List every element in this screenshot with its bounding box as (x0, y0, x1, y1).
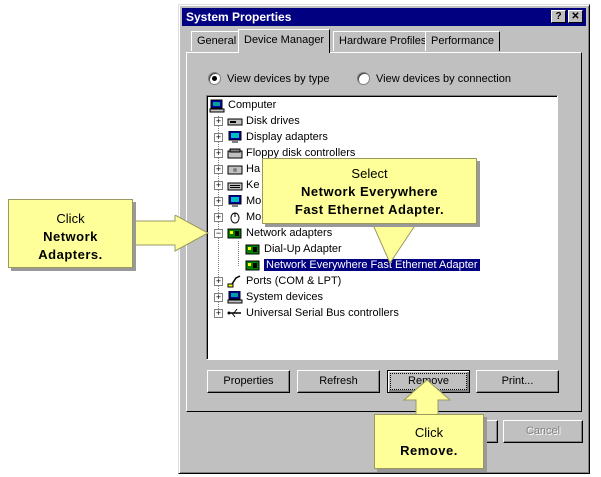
tree-node[interactable]: Mo (227, 209, 261, 225)
callout-click-remove: Click Remove. (374, 414, 484, 469)
tree-label: Mo (246, 195, 262, 207)
tree-label: Universal Serial Bus controllers (246, 307, 399, 319)
refresh-button[interactable]: Refresh (297, 370, 380, 393)
print-button[interactable]: Print... (476, 370, 559, 393)
expand-icon[interactable]: + (214, 212, 223, 222)
network-card-icon (245, 243, 261, 256)
tree-node[interactable]: Floppy disk controllers (227, 145, 355, 161)
tree-node[interactable]: Disk drives (227, 113, 300, 129)
tab-device-manager[interactable]: Device Manager (238, 29, 331, 53)
tree-node[interactable]: Ports (COM & LPT) (227, 273, 341, 289)
window-title: System Properties (186, 10, 292, 24)
network-card-icon (227, 227, 243, 240)
expand-icon[interactable]: + (214, 132, 223, 142)
callout-text-bold: Adapters. (38, 247, 103, 262)
radio-view-by-type[interactable]: View devices by type (208, 72, 330, 85)
close-button[interactable]: ✕ (568, 10, 583, 23)
callout-text-bold: Network (43, 229, 98, 244)
tree-label: Ha (246, 163, 261, 175)
monitor-icon (227, 130, 243, 144)
tab-performance[interactable]: Performance (425, 31, 500, 51)
tab-hardware-profiles[interactable]: Hardware Profiles (333, 31, 433, 51)
expand-icon[interactable]: + (214, 292, 223, 302)
tree-label: System devices (246, 291, 324, 303)
tree-label: Mo (246, 211, 262, 223)
tree-label: Network adapters (246, 227, 333, 239)
callout-text-bold: Fast Ethernet Adapter. (294, 202, 445, 217)
hard-disk-controller-icon (227, 163, 243, 176)
tree-label: Display adapters (246, 131, 328, 143)
callout-text: Click (414, 425, 444, 440)
mouse-icon (227, 211, 243, 224)
radio-label-by-type: View devices by type (227, 72, 330, 85)
usb-icon (227, 307, 243, 320)
tree-label: Floppy disk controllers (246, 147, 356, 159)
tree-node[interactable]: Dial-Up Adapter (245, 241, 342, 257)
tree-node[interactable]: System devices (227, 289, 323, 305)
radio-selected-icon (208, 72, 221, 85)
tab-general[interactable]: General (191, 31, 243, 51)
cancel-button[interactable]: Cancel (503, 420, 583, 443)
callout-arrow-top (369, 218, 421, 265)
tree-label: Computer (228, 99, 277, 111)
tree-node-computer[interactable]: Computer (209, 97, 276, 113)
properties-button[interactable]: Properties (207, 370, 290, 393)
callout-text-bold: Network Everywhere (301, 184, 438, 199)
radio-view-by-connection[interactable]: View devices by connection (357, 72, 511, 85)
keyboard-icon (227, 179, 243, 192)
radio-label-by-connection: View devices by connection (376, 72, 511, 85)
collapse-icon[interactable]: − (214, 228, 223, 238)
radio-unselected-icon (357, 72, 370, 85)
expand-icon[interactable]: + (214, 148, 223, 158)
tree-label: Ke (246, 179, 260, 191)
computer-icon (227, 290, 243, 304)
expand-icon[interactable]: + (214, 164, 223, 174)
tree-node[interactable]: Network adapters (227, 225, 332, 241)
callout-arrow-left (130, 215, 210, 252)
tree-label: Network Everywhere Fast Ethernet Adapter (264, 259, 480, 271)
tree-node[interactable]: Universal Serial Bus controllers (227, 305, 399, 321)
expand-icon[interactable]: + (214, 308, 223, 318)
callout-text: Click (56, 211, 85, 226)
floppy-icon (227, 147, 243, 160)
tree-label: Disk drives (246, 115, 300, 127)
expand-icon[interactable]: + (214, 276, 223, 286)
title-bar[interactable]: System Properties ? ✕ (182, 8, 586, 26)
callout-text-bold: Remove. (400, 443, 458, 458)
tree-label: Dial-Up Adapter (264, 243, 342, 255)
tree-node[interactable]: Network Everywhere Fast Ethernet Adapter (245, 257, 480, 273)
expand-icon[interactable]: + (214, 180, 223, 190)
callout-text: Select (351, 166, 388, 181)
expand-icon[interactable]: + (214, 196, 223, 206)
callout-select-adapter: Select Network Everywhere Fast Ethernet … (262, 158, 477, 224)
tree-node[interactable]: Mo (227, 193, 261, 209)
network-card-icon (245, 259, 261, 272)
port-icon (227, 274, 243, 288)
tree-node[interactable]: Ke (227, 177, 259, 193)
help-button[interactable]: ? (551, 10, 566, 23)
callout-click-network-adapters: Click Network Adapters. (8, 199, 133, 268)
tree-label: Ports (COM & LPT) (246, 275, 342, 287)
tree-node[interactable]: Ha (227, 161, 260, 177)
computer-icon (209, 99, 225, 112)
disk-drive-icon (227, 115, 243, 128)
tree-node[interactable]: Display adapters (227, 129, 328, 145)
expand-icon[interactable]: + (214, 116, 223, 126)
monitor-icon (227, 194, 243, 208)
